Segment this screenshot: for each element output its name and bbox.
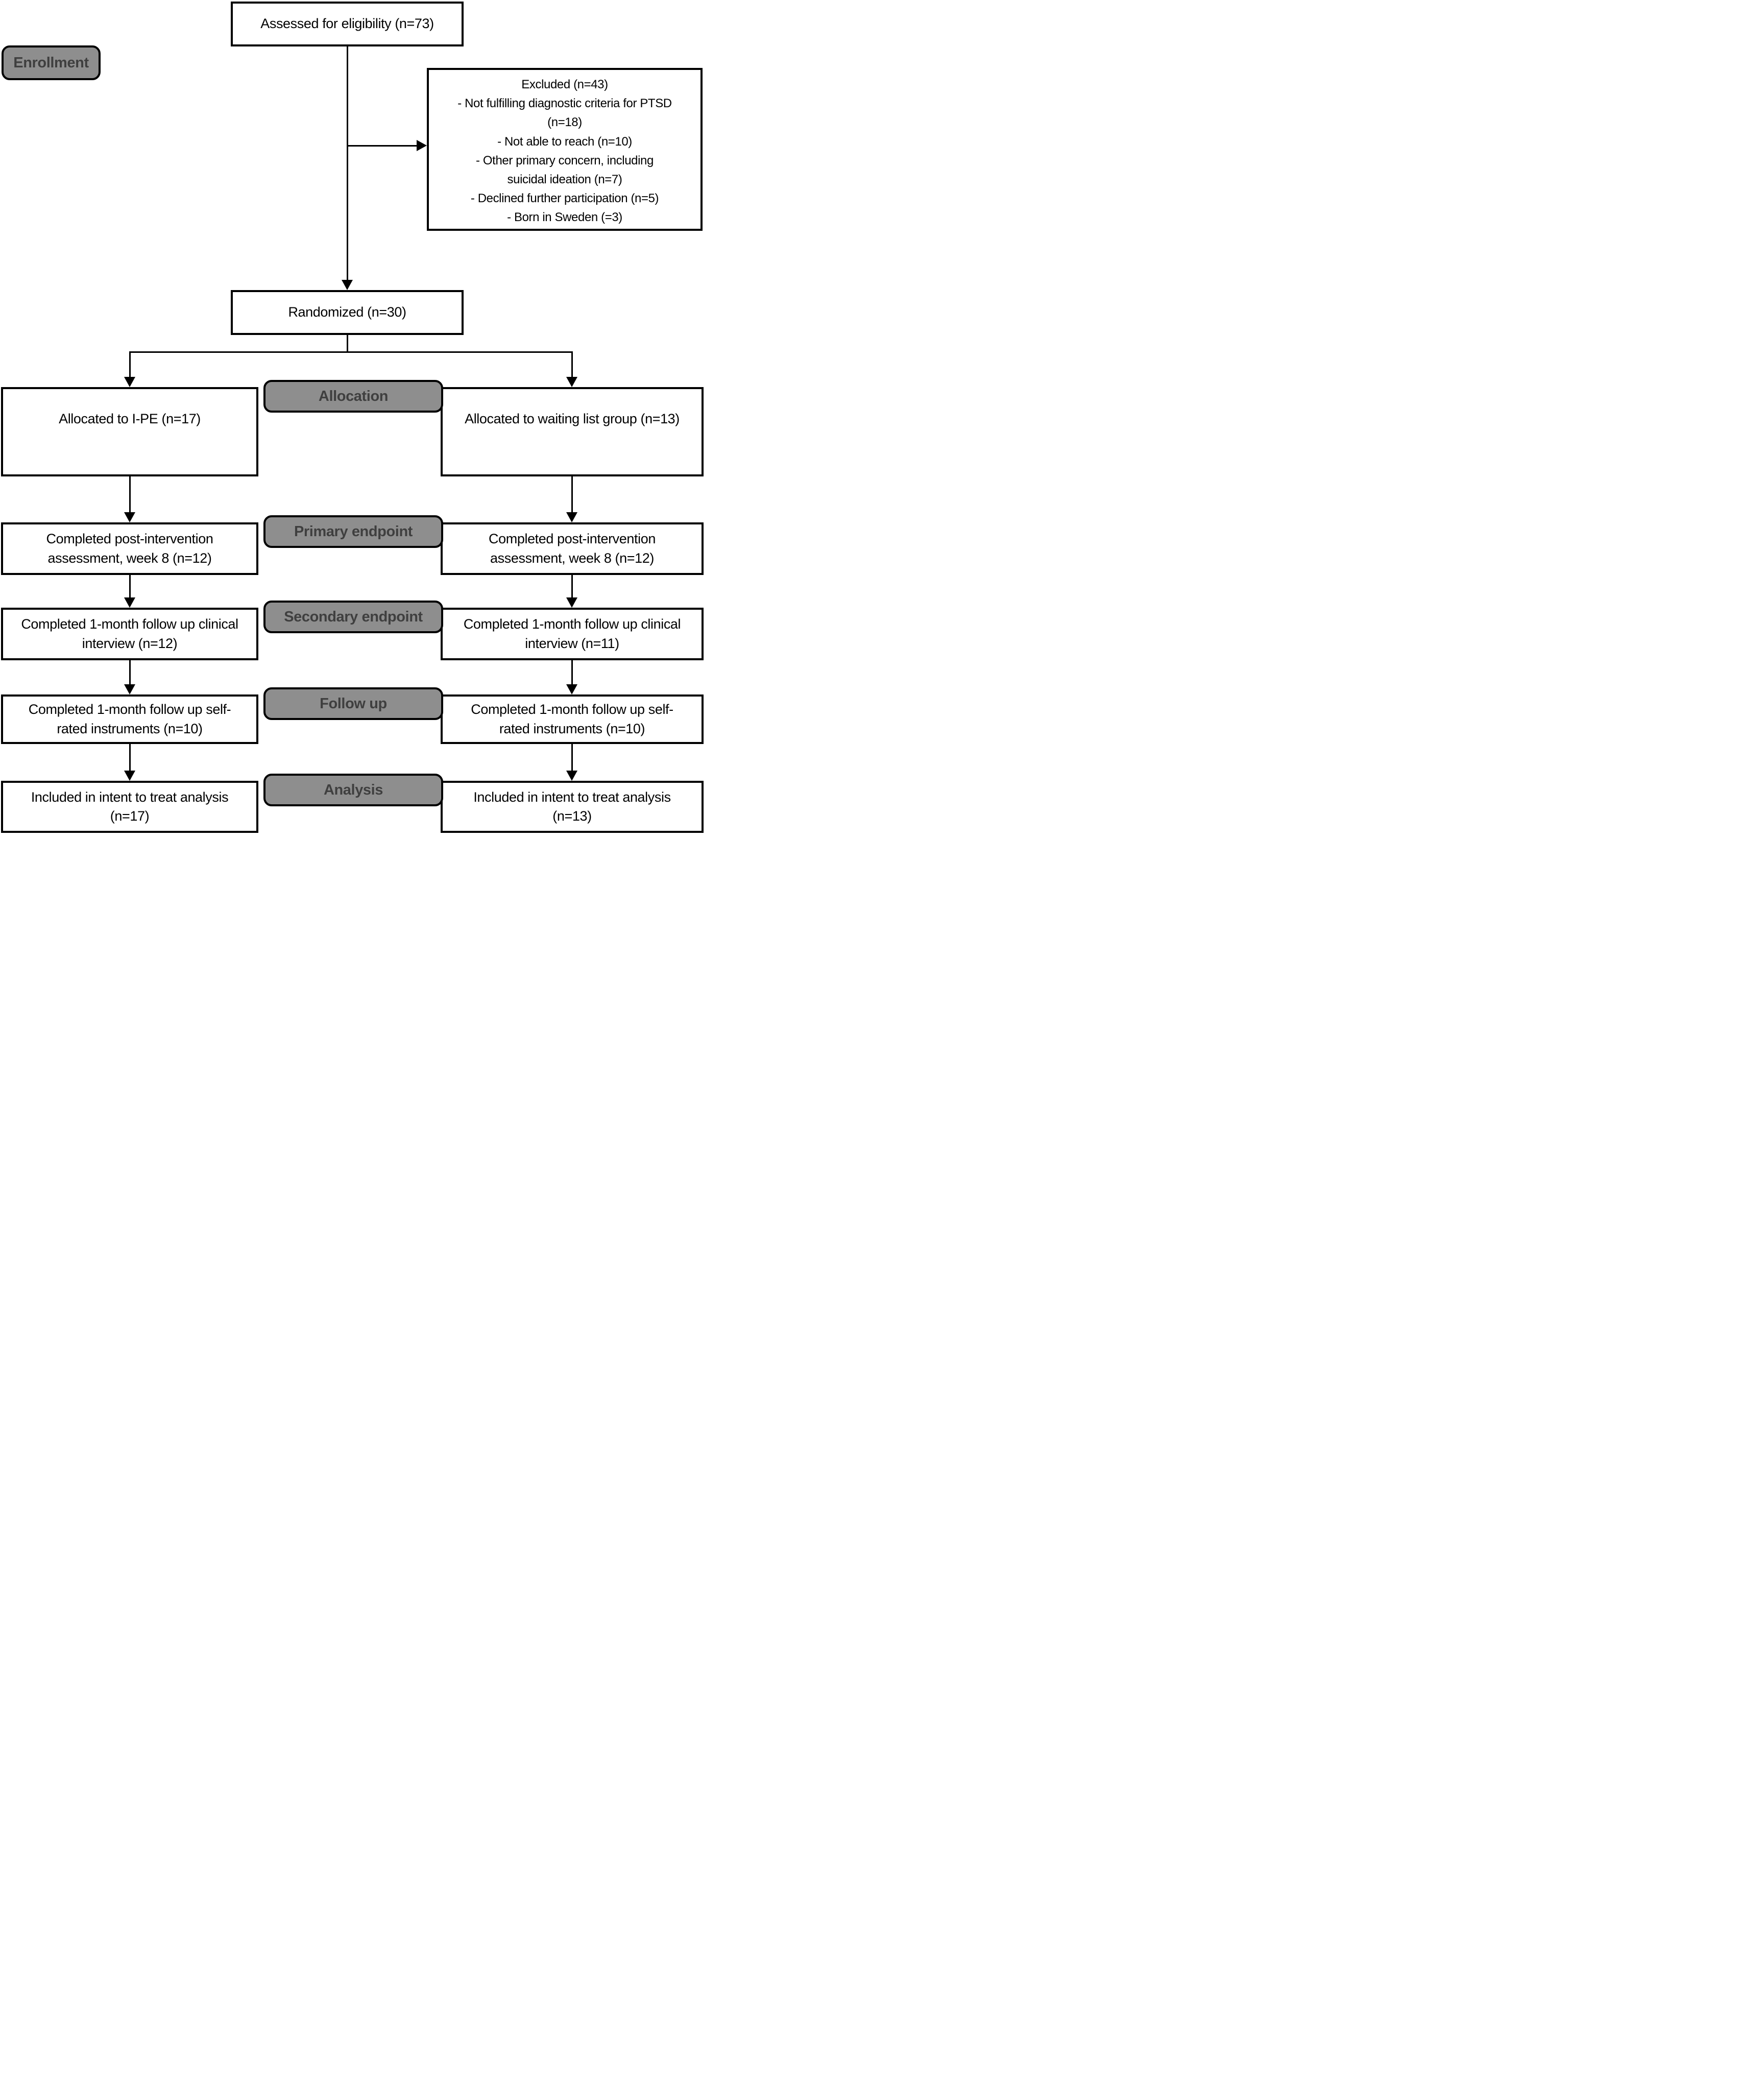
connector-left-primary-secondary — [129, 575, 131, 600]
connector-left-secondary-followup — [129, 660, 131, 686]
arrowhead-right-primary — [566, 512, 577, 522]
connector-right-followup-analysis — [571, 744, 573, 773]
analysis-left-box: Included in intent to treat analysis (n=… — [1, 781, 258, 833]
excluded-box: Excluded (n=43) - Not fulfilling diagnos… — [427, 68, 703, 231]
arrowhead-right-analysis — [566, 771, 577, 781]
primary-endpoint-stage-label: Primary endpoint — [263, 515, 443, 548]
allocated-ipe-box: Allocated to I-PE (n=17) — [1, 387, 258, 476]
connector-eligibility-randomized — [347, 46, 348, 280]
secondary-endpoint-left-box: Completed 1-month follow up clinical int… — [1, 608, 258, 660]
arrowhead-left-secondary — [124, 597, 135, 608]
assessed-eligibility-text: Assessed for eligibility (n=73) — [260, 16, 434, 32]
secondary-endpoint-right-text: Completed 1-month follow up clinical int… — [463, 616, 681, 651]
arrowhead-left-primary — [124, 512, 135, 522]
enrollment-stage-label: Enrollment — [2, 45, 101, 80]
excluded-item: - Born in Sweden (=3) — [507, 210, 622, 225]
primary-endpoint-left-text: Completed post-intervention assessment, … — [46, 531, 213, 566]
arrowhead-left-allocation — [124, 377, 135, 387]
followup-stage-text: Follow up — [320, 695, 387, 712]
primary-endpoint-left-box: Completed post-intervention assessment, … — [1, 522, 258, 575]
followup-right-box: Completed 1-month follow up self- rated … — [441, 694, 704, 744]
connector-left-allocation-primary — [129, 476, 131, 514]
primary-endpoint-right-text: Completed post-intervention assessment, … — [489, 531, 656, 566]
secondary-endpoint-stage-text: Secondary endpoint — [284, 608, 423, 625]
followup-stage-label: Follow up — [263, 687, 443, 720]
arrowhead-randomized — [342, 280, 353, 290]
arrowhead-excluded — [417, 140, 427, 151]
analysis-right-box: Included in intent to treat analysis (n=… — [441, 781, 704, 833]
randomized-box: Randomized (n=30) — [231, 290, 464, 335]
excluded-title: Excluded (n=43) — [521, 78, 608, 91]
assessed-eligibility-box: Assessed for eligibility (n=73) — [231, 2, 464, 46]
connector-right-primary-secondary — [571, 575, 573, 600]
arrowhead-right-followup — [566, 684, 577, 694]
consort-flow-diagram: Assessed for eligibility (n=73) Enrollme… — [0, 0, 706, 834]
allocated-waitlist-text: Allocated to waiting list group (n=13) — [465, 411, 680, 426]
allocated-ipe-text: Allocated to I-PE (n=17) — [59, 411, 201, 426]
randomized-text: Randomized (n=30) — [288, 304, 406, 320]
excluded-item: - Not fulfilling diagnostic criteria for… — [457, 97, 672, 130]
connector-right-secondary-followup — [571, 660, 573, 686]
analysis-right-text: Included in intent to treat analysis (n=… — [473, 789, 671, 824]
connector-branch-left — [129, 351, 131, 379]
followup-right-text: Completed 1-month follow up self- rated … — [471, 702, 673, 736]
allocation-stage-label: Allocation — [263, 380, 443, 413]
allocated-waitlist-box: Allocated to waiting list group (n=13) — [441, 387, 704, 476]
excluded-item: - Other primary concern, including suici… — [476, 153, 654, 186]
arrowhead-left-analysis — [124, 771, 135, 781]
branch-line — [129, 351, 572, 353]
analysis-stage-text: Analysis — [323, 781, 383, 798]
analysis-left-text: Included in intent to treat analysis (n=… — [31, 789, 229, 824]
connector-randomized-branch — [347, 335, 348, 352]
arrowhead-right-secondary — [566, 597, 577, 608]
enrollment-stage-text: Enrollment — [13, 54, 89, 71]
followup-left-text: Completed 1-month follow up self- rated … — [28, 702, 231, 736]
followup-left-box: Completed 1-month follow up self- rated … — [1, 694, 258, 744]
secondary-endpoint-left-text: Completed 1-month follow up clinical int… — [21, 616, 238, 651]
connector-right-allocation-primary — [571, 476, 573, 514]
arrowhead-right-allocation — [566, 377, 577, 387]
excluded-item: - Declined further participation (n=5) — [470, 191, 659, 206]
arrowhead-left-followup — [124, 684, 135, 694]
analysis-stage-label: Analysis — [263, 774, 443, 806]
allocation-stage-text: Allocation — [318, 388, 389, 404]
connector-left-followup-analysis — [129, 744, 131, 773]
connector-branch-right — [571, 351, 573, 379]
secondary-endpoint-stage-label: Secondary endpoint — [263, 601, 443, 633]
secondary-endpoint-right-box: Completed 1-month follow up clinical int… — [441, 608, 704, 660]
excluded-item: - Not able to reach (n=10) — [497, 134, 632, 149]
primary-endpoint-right-box: Completed post-intervention assessment, … — [441, 522, 704, 575]
primary-endpoint-stage-text: Primary endpoint — [294, 523, 413, 540]
connector-excluded — [347, 145, 419, 147]
